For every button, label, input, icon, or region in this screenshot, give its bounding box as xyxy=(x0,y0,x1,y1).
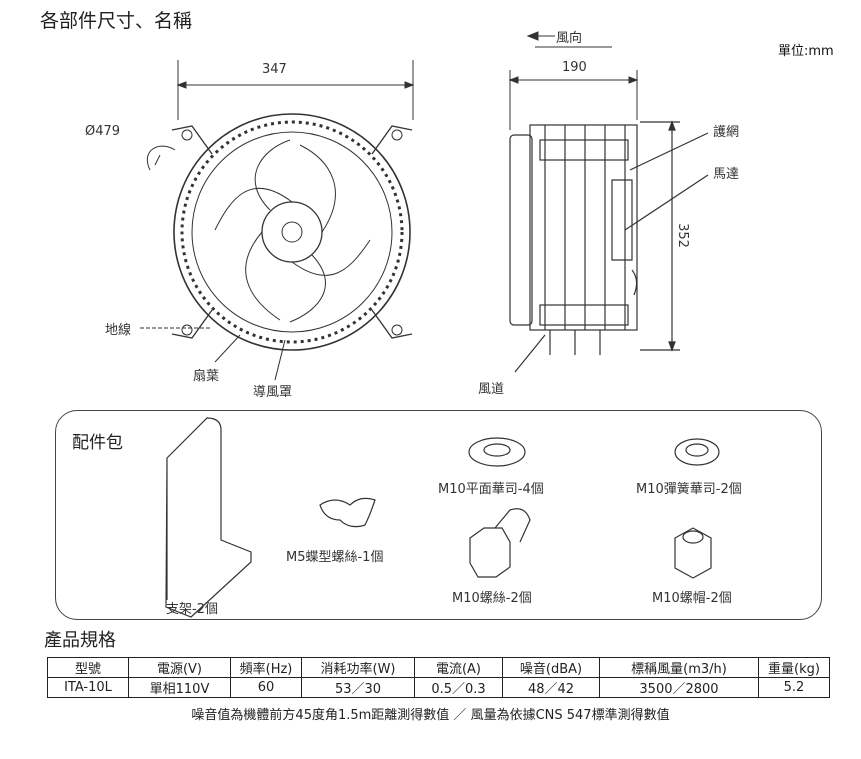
table-header: 電流(A) xyxy=(414,657,503,678)
accessory-label-bracket: 支架-2個 xyxy=(166,602,218,617)
motor-label: 馬達 xyxy=(713,167,740,182)
accessory-label-flat-washer: M10平面華司-4個 xyxy=(438,482,544,497)
shroud-label: 導風罩 xyxy=(253,385,293,400)
table-header: 頻率(Hz) xyxy=(230,657,302,678)
diameter-label: Ø479 xyxy=(85,124,121,139)
accessory-pack-title: 配件包 xyxy=(72,433,123,453)
unit-label: 單位:mm xyxy=(778,44,834,59)
width-dimension xyxy=(176,60,415,120)
hex-bolt-icon xyxy=(469,508,531,578)
spec-table: 型號 電源(V) 頻率(Hz) 消耗功率(W) 電流(A) 噪音(dBA) 標稱… xyxy=(47,657,830,698)
accessory-label-wing-screw: M5蝶型螺絲-1個 xyxy=(286,550,384,565)
table-cell: ITA-10L xyxy=(47,677,129,698)
table-header-row: 型號 電源(V) 頻率(Hz) 消耗功率(W) 電流(A) 噪音(dBA) 標稱… xyxy=(47,657,830,678)
table-header: 型號 xyxy=(47,657,129,678)
table-cell: 0.5／0.3 xyxy=(414,677,503,698)
table-cell: 60 xyxy=(230,677,302,698)
wind-direction-arrow xyxy=(526,31,612,48)
width-dimension-label: 347 xyxy=(262,62,287,77)
ground-wire-label: 地線 xyxy=(105,323,132,338)
table-header: 噪音(dBA) xyxy=(502,657,600,678)
depth-dimension xyxy=(508,70,639,130)
fan-front-view xyxy=(140,113,413,381)
table-header: 電源(V) xyxy=(128,657,231,678)
fan-side-view xyxy=(509,120,709,373)
accessory-label-spring-washer: M10彈簧華司-2個 xyxy=(636,482,742,497)
table-cell: 3500／2800 xyxy=(599,677,759,698)
table-header: 標稱風量(m3/h) xyxy=(599,657,759,678)
table-cell: 48／42 xyxy=(502,677,600,698)
wind-direction-label: 風向 xyxy=(556,31,583,46)
table-cell: 53／30 xyxy=(301,677,415,698)
guard-label: 護網 xyxy=(713,125,740,140)
spec-note: 噪音值為機體前方45度角1.5m距離測得數值 ／ 風量為依據CNS 547標準測… xyxy=(191,708,670,723)
accessory-pack xyxy=(55,410,822,620)
section-title-dimensions: 各部件尺寸、名稱 xyxy=(40,10,193,32)
accessory-label-nut: M10螺帽-2個 xyxy=(652,591,732,606)
table-cell: 5.2 xyxy=(758,677,830,698)
duct-label: 風道 xyxy=(478,382,505,397)
depth-dimension-label: 190 xyxy=(562,60,587,75)
table-row: ITA-10L 單相110V 60 53／30 0.5／0.3 48／42 35… xyxy=(47,677,830,698)
table-cell: 單相110V xyxy=(128,677,231,698)
table-header: 消耗功率(W) xyxy=(301,657,415,678)
accessory-label-bolt: M10螺絲-2個 xyxy=(452,591,532,606)
bracket-icon xyxy=(165,417,252,618)
section-title-specs: 產品規格 xyxy=(44,630,116,651)
wing-screw-icon xyxy=(319,497,376,528)
table-header: 重量(kg) xyxy=(758,657,830,678)
blade-label: 扇葉 xyxy=(193,369,220,384)
